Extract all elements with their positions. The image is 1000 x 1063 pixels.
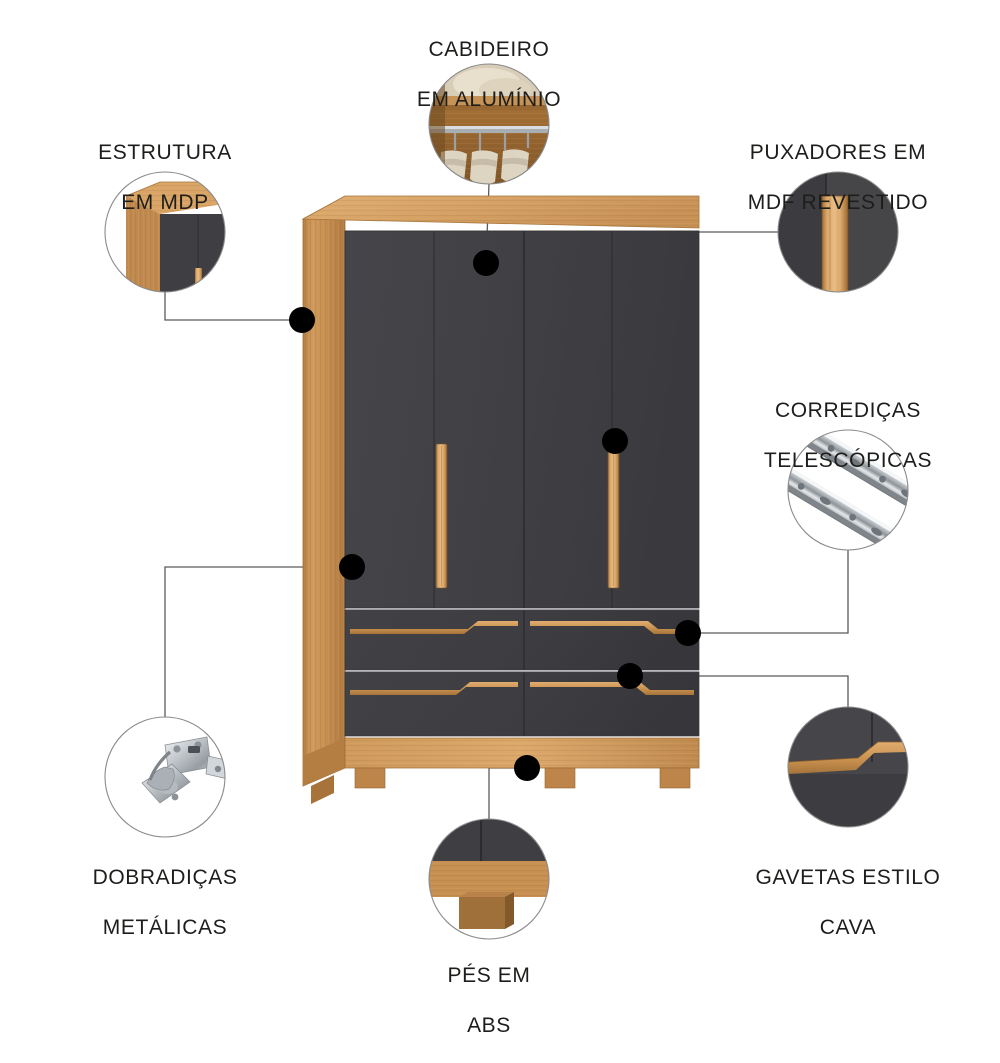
wardrobe-door-block — [344, 230, 700, 609]
label-corredicas-line1: CORREDIÇAS — [774, 399, 922, 422]
label-puxadores-em-mdf-revestido: PUXADORES EM MDF REVESTIDO — [713, 115, 963, 240]
circle-border-corredicas — [787, 429, 909, 551]
connector-estrutura — [164, 292, 302, 321]
connector-corredicas — [688, 550, 849, 634]
label-estrutura-line2: EM MDP — [121, 191, 209, 214]
label-cabideiro-em-aluminio: CABIDEIRO EM ALUMÍNIO — [364, 12, 614, 137]
callout-dots-layer — [289, 250, 701, 781]
label-cabideiro-line1: CABIDEIRO — [428, 38, 550, 61]
label-cabideiro-line2: EM ALUMÍNIO — [416, 88, 562, 111]
label-estrutura-line1: ESTRUTURA — [98, 141, 232, 164]
dot-dobradicas[interactable] — [339, 554, 365, 580]
thumb-corredicas-telescopicas — [788, 430, 908, 550]
circle-border-gavetas — [787, 706, 909, 828]
wardrobe-base-plinth — [303, 737, 700, 786]
circle-border-pes — [428, 818, 550, 940]
dot-estrutura[interactable] — [289, 307, 315, 333]
circle-border-cabideiro — [428, 63, 550, 185]
label-pes-em-abs: PÉS EM ABS — [364, 938, 614, 1063]
thumb-pes-em-abs — [429, 819, 549, 939]
wardrobe-product-render — [301, 195, 700, 804]
circle-border-dobradicas — [104, 716, 226, 838]
dot-puxadores[interactable] — [602, 428, 628, 454]
label-corredicas-telescopicas: CORREDIÇAS TELESCÓPICAS — [723, 373, 973, 498]
infographic-stage: CABIDEIRO EM ALUMÍNIO ESTRUTURA EM MDP P… — [40, 12, 973, 1037]
label-gavetas-line1: GAVETAS ESTILO — [755, 866, 941, 889]
dot-corredicas[interactable] — [675, 620, 701, 646]
label-puxadores-line2: MDF REVESTIDO — [747, 191, 929, 214]
circle-border-puxadores — [777, 171, 899, 293]
label-gavetas-estilo-cava: GAVETAS ESTILO CAVA — [723, 840, 973, 965]
dot-gavetas[interactable] — [617, 663, 643, 689]
connector-dobradicas — [164, 566, 352, 717]
label-gavetas-line2: CAVA — [819, 916, 877, 939]
wardrobe-drawer-row-1 — [344, 609, 700, 671]
label-dobradicas-line1: DOBRADIÇAS — [92, 866, 238, 889]
dot-cabideiro[interactable] — [473, 250, 499, 276]
circle-border-estrutura — [104, 171, 226, 293]
label-pes-line2: ABS — [467, 1014, 511, 1037]
thumb-dobradicas-metalicas — [105, 717, 225, 837]
wardrobe-feet — [311, 767, 691, 804]
label-corredicas-line2: TELESCÓPICAS — [763, 449, 933, 472]
dot-pes[interactable] — [514, 755, 540, 781]
label-dobradicas-metalicas: DOBRADIÇAS METÁLICAS — [40, 840, 290, 965]
label-puxadores-line1: PUXADORES EM — [749, 141, 927, 164]
wardrobe-left-side-panel — [302, 195, 346, 787]
label-estrutura-em-mdp: ESTRUTURA EM MDP — [40, 115, 290, 240]
wardrobe-handle-left — [435, 443, 448, 589]
callout-thumbnails-layer — [104, 63, 909, 940]
label-pes-line1: PÉS EM — [447, 964, 531, 987]
wardrobe-top-panel — [301, 195, 700, 232]
label-dobradicas-line2: METÁLICAS — [102, 916, 228, 939]
connector-gavetas — [630, 675, 849, 707]
